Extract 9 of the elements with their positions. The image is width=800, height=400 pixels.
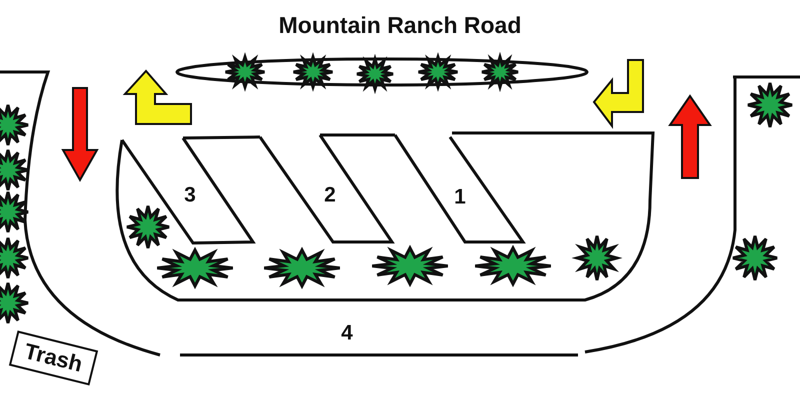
space-number: 3	[184, 184, 196, 206]
space-number: 2	[324, 184, 336, 206]
trash-sign: Trash	[8, 330, 98, 386]
area-number: 4	[341, 322, 353, 344]
parking-space	[258, 135, 394, 244]
title: Mountain Ranch Road	[278, 12, 522, 39]
space-number: 1	[454, 186, 466, 208]
parking-space	[122, 136, 254, 244]
parking-space	[393, 131, 525, 244]
